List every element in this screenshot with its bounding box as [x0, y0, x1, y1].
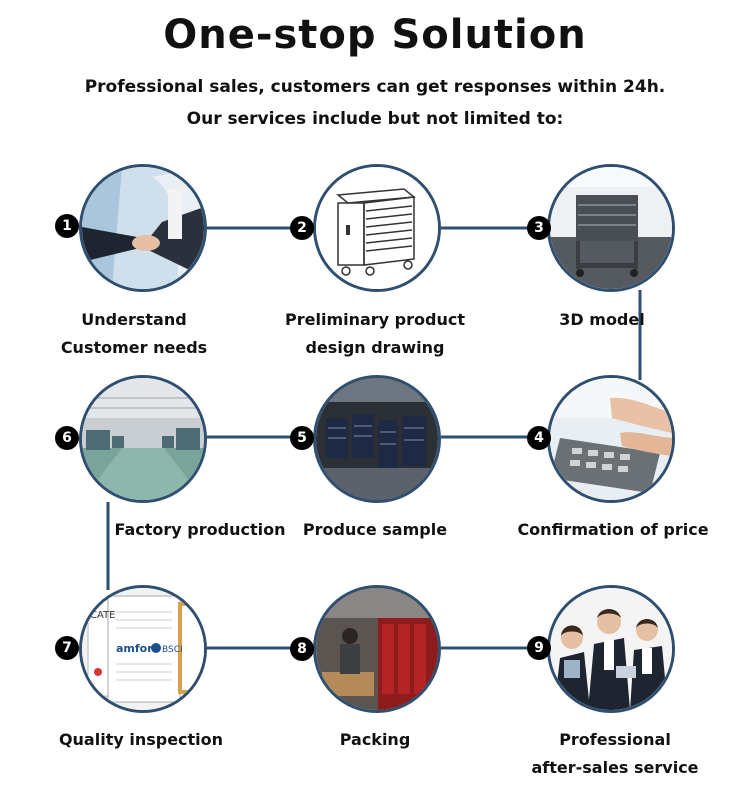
step-6-label: Factory production: [114, 520, 286, 539]
subtitle-line-1: Professional sales, customers can get re…: [84, 77, 666, 97]
step-4-label: Confirmation of price: [517, 520, 709, 539]
step-8-number-badge: 8: [290, 637, 314, 661]
step-2-label: Preliminary product design drawing: [285, 310, 465, 357]
step-5-number-badge: 5: [290, 426, 314, 450]
cert-bsci-text: BSCI: [162, 645, 183, 655]
subtitle-line-2: Our services include but not limited to:: [186, 109, 564, 129]
step-1-number-badge: 1: [55, 214, 79, 238]
step-2-number-badge: 2: [290, 216, 314, 240]
step-9-label: Professional after-sales service: [531, 730, 699, 777]
step-1-image: [79, 164, 207, 292]
step-8-image: [313, 585, 441, 713]
cert-amfori-text: amfori: [116, 642, 156, 655]
step-3-number-badge: 3: [527, 216, 551, 240]
step-3-label: 3D model: [559, 310, 645, 329]
page-title: One-stop Solution: [163, 12, 587, 58]
step-6-number-badge: 6: [55, 426, 79, 450]
cert-cate-text: CATE: [90, 610, 115, 621]
step-3-image: [547, 164, 675, 292]
step-9-number-badge: 9: [527, 636, 551, 660]
step-7-label: Quality inspection: [58, 730, 224, 749]
step-2-image: [313, 164, 441, 292]
step-5-image: [313, 375, 441, 503]
step-4-image: [547, 375, 675, 503]
step-4-number-badge: 4: [527, 426, 551, 450]
step-7-number-badge: 7: [55, 636, 79, 660]
step-9-image: [547, 585, 675, 713]
step-6-image: [79, 375, 207, 503]
step-5-label: Produce sample: [302, 520, 448, 539]
step-8-label: Packing: [339, 730, 411, 749]
step-7-image: CATE amfori BSCI: [79, 585, 207, 713]
step-1-label: Understand Customer needs: [60, 310, 208, 357]
